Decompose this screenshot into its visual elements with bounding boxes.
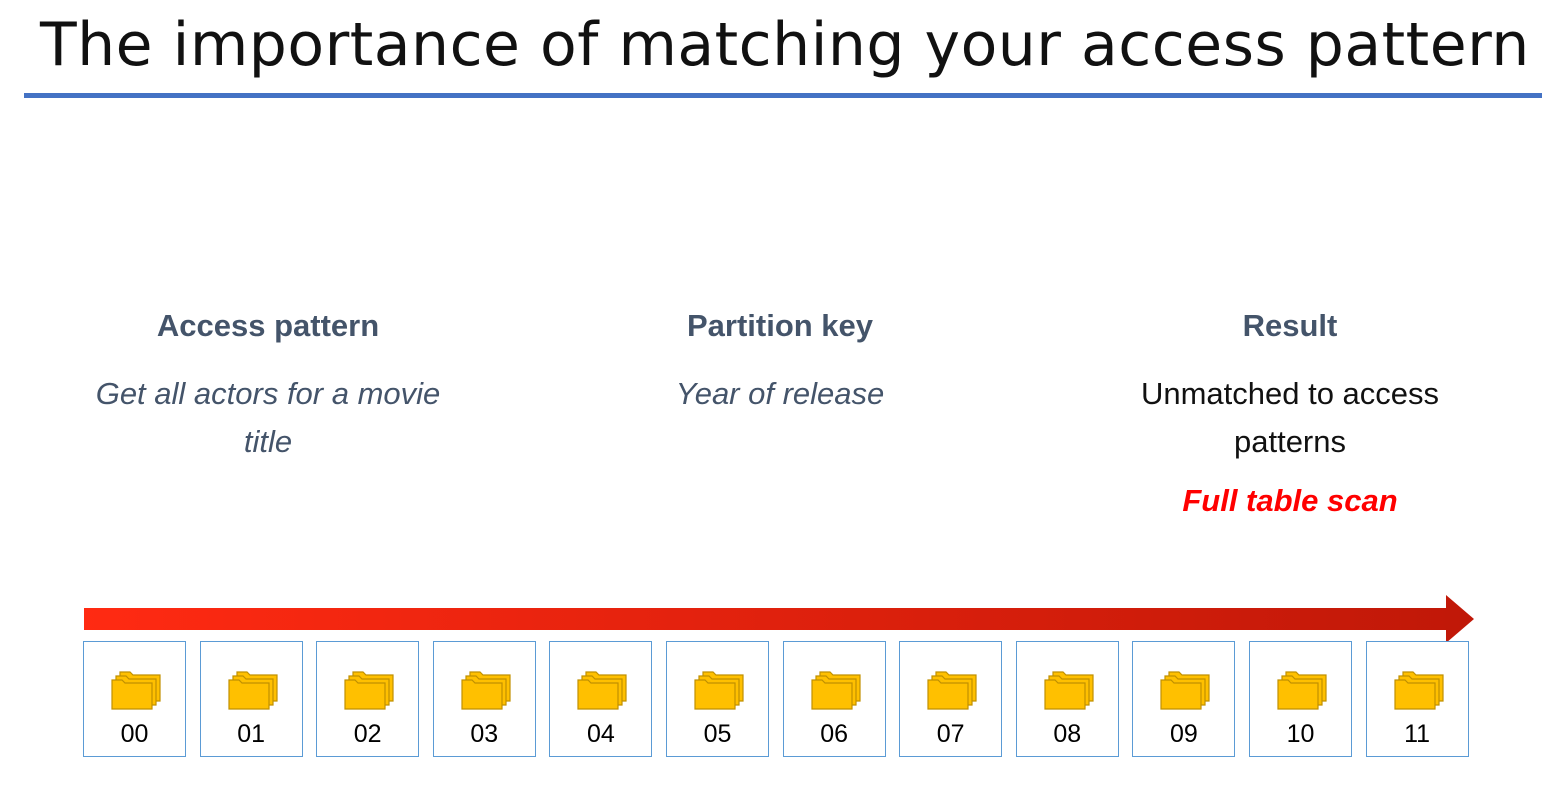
- stacked-folders-icon: [1277, 671, 1327, 710]
- partition-label: 05: [703, 720, 732, 748]
- partition-label: 08: [1053, 720, 1082, 748]
- partition-key-heading: Partition key: [686, 308, 874, 343]
- partition-box: 08: [1015, 641, 1119, 757]
- partition-box: 06: [782, 641, 886, 757]
- stacked-folders-icon: [344, 671, 394, 710]
- partition-box: 02: [316, 641, 420, 757]
- result-heading: Result: [1242, 308, 1338, 343]
- partition-label: 09: [1169, 720, 1198, 748]
- partition-box: 07: [899, 641, 1003, 757]
- stacked-folders-icon: [227, 671, 278, 710]
- partition-box: 00: [83, 641, 186, 757]
- title-underline: [24, 93, 1542, 98]
- partition-key-description: Year of release: [675, 376, 885, 411]
- partition-box: 04: [549, 641, 653, 757]
- partition-label: 02: [353, 720, 382, 748]
- stacked-folders-icon: [577, 671, 627, 710]
- stacked-folders-icon: [927, 671, 977, 710]
- access-pattern-description-line2: title: [243, 424, 293, 459]
- partition-label: 03: [470, 720, 499, 748]
- stacked-folders-icon: [1393, 671, 1444, 710]
- access-pattern-description-line1: Get all actors for a movie: [95, 376, 441, 411]
- result-column: Result Unmatched to access patterns Full…: [1080, 308, 1500, 519]
- slide-title: The importance of matching your access p…: [40, 10, 1530, 80]
- stacked-folders-icon: [810, 671, 861, 710]
- partition-label: 07: [936, 720, 965, 748]
- partition-box: 09: [1132, 641, 1236, 757]
- partition-label: 10: [1286, 720, 1315, 748]
- result-description-line2: patterns: [1233, 424, 1346, 459]
- partition-key-column: Partition key Year of release: [580, 308, 980, 418]
- result-description-line1: Unmatched to access: [1140, 376, 1440, 411]
- partition-label: 11: [1404, 720, 1431, 748]
- stacked-folders-icon: [461, 671, 511, 710]
- stacked-folders-icon: [1160, 671, 1210, 710]
- partition-box: 01: [199, 641, 303, 757]
- partition-box: 03: [432, 641, 536, 757]
- stacked-folders-icon: [111, 671, 161, 710]
- partition-box: 10: [1249, 641, 1352, 757]
- full-table-scan-note: Full table scan: [1182, 483, 1398, 518]
- stacked-folders-icon: [1044, 671, 1094, 710]
- partition-label: 06: [820, 720, 848, 748]
- scan-arrow-icon: [84, 595, 1474, 643]
- partition-label: 00: [120, 720, 149, 748]
- access-pattern-heading: Access pattern: [156, 308, 380, 343]
- partition-box: 11: [1365, 641, 1469, 757]
- partition-label: 01: [237, 720, 265, 748]
- partition-row: 00 01 02 03 04 05 06 07 08 09 10 11: [83, 641, 1473, 759]
- access-pattern-column: Access pattern Get all actors for a movi…: [48, 308, 488, 466]
- partition-box: 05: [666, 641, 769, 757]
- partition-label: 04: [586, 720, 615, 748]
- stacked-folders-icon: [694, 671, 744, 710]
